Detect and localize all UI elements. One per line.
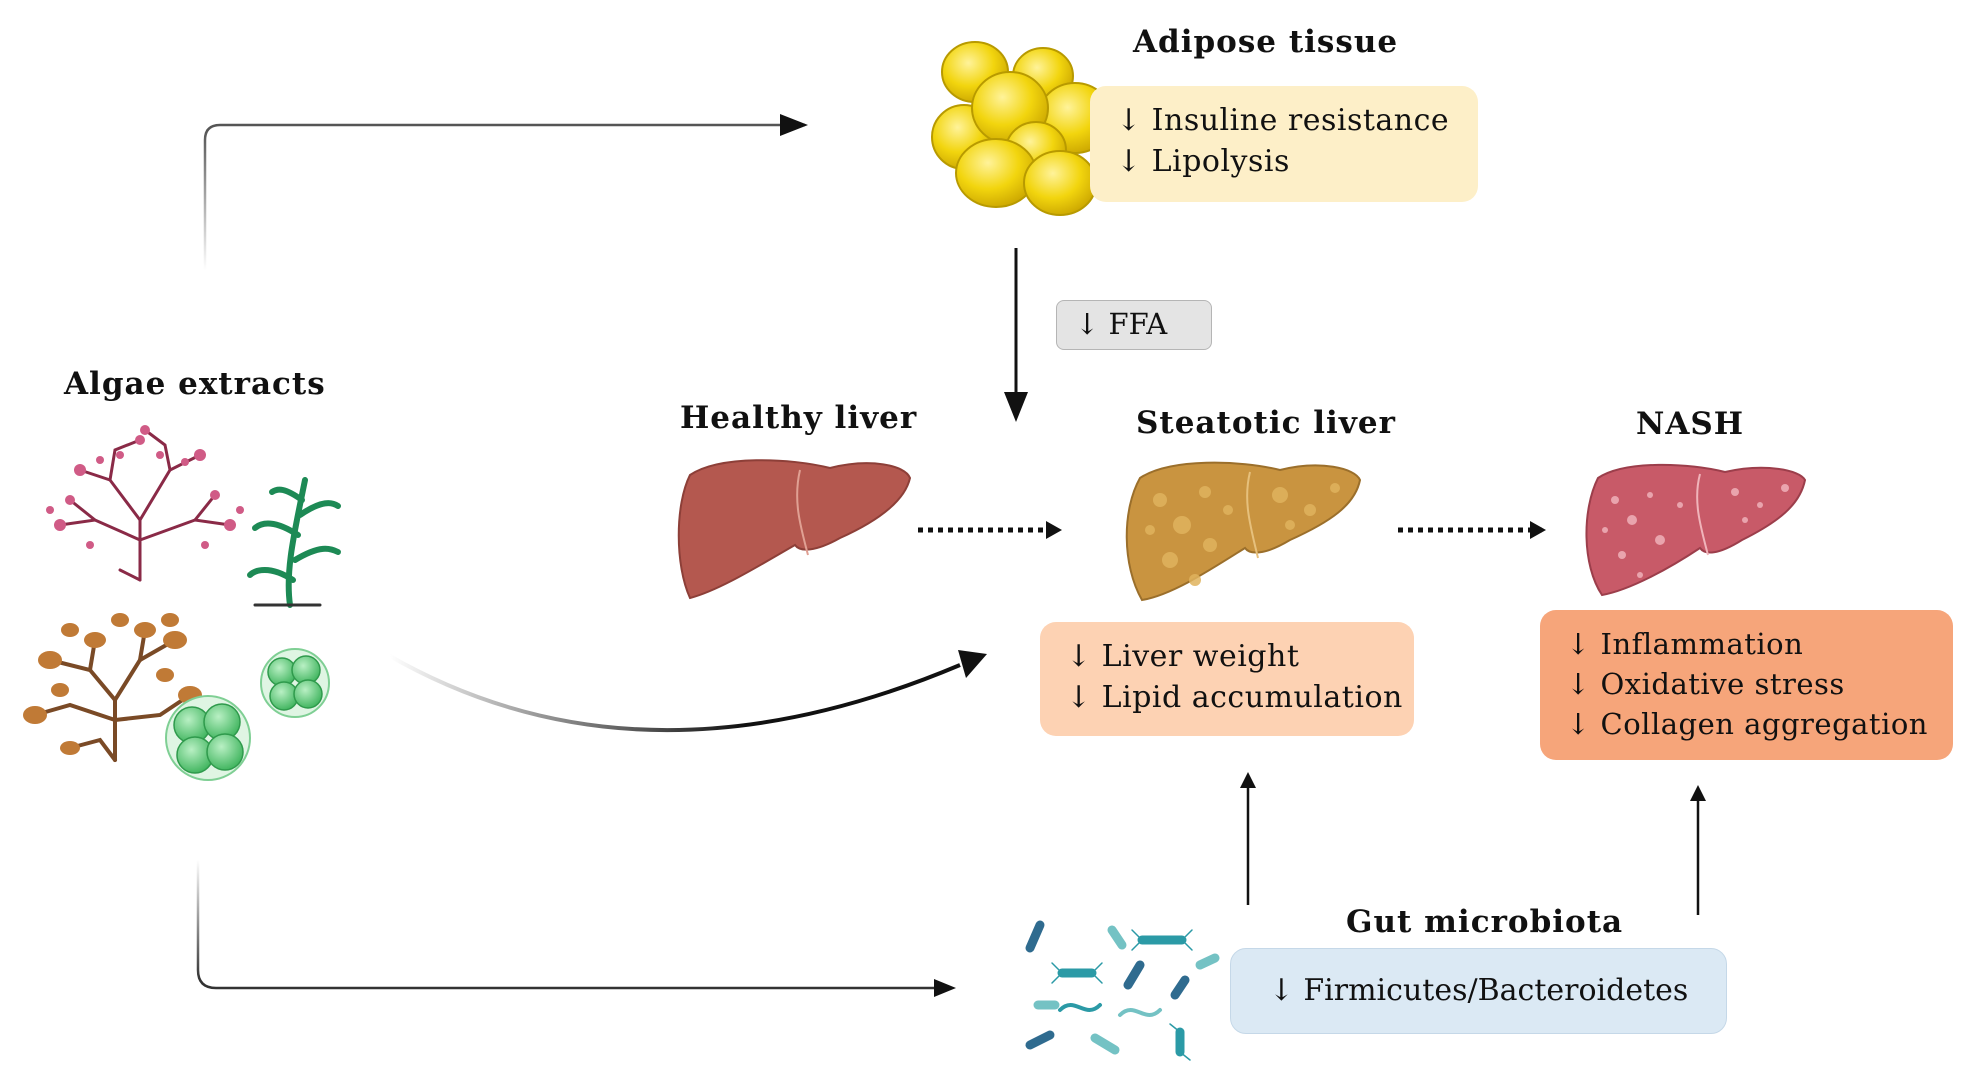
steatotic-liver-title: Steatotic liver <box>1136 405 1396 441</box>
adipose-effects-box: ↓ Insuline resistance ↓ Lipolysis <box>1090 86 1478 202</box>
healthy-liver-title: Healthy liver <box>680 400 918 436</box>
adipose-effect-insulin-resistance: ↓ Insuline resistance <box>1116 103 1450 138</box>
steatotic-effects-box: ↓ Liver weight ↓ Lipid accumulation <box>1040 622 1414 736</box>
steatotic-liver-illustration <box>1125 461 1362 602</box>
adipose-tissue-title: Adipose tissue <box>1133 24 1399 60</box>
gut-effect-firmicutes-bacteroidetes: ↓ Firmicutes/Bacteroidetes <box>1268 973 1689 1008</box>
algae-to-steatotic-curved-arrow <box>387 653 961 733</box>
steatotic-effect-liver-weight: ↓ Liver weight <box>1066 639 1300 674</box>
nash-effect-collagen-aggregation: ↓ Collagen aggregation <box>1566 707 1928 741</box>
healthy-liver-illustration <box>677 459 912 600</box>
brown-algae-illustration <box>23 613 202 762</box>
algae-to-gut-arrow <box>196 860 952 990</box>
ffa-box: ↓ FFA <box>1056 300 1212 350</box>
ffa-label: ↓ FFA <box>1075 307 1168 341</box>
nash-liver-illustration <box>1585 463 1807 597</box>
steatotic-effect-lipid-accumulation: ↓ Lipid accumulation <box>1066 680 1403 715</box>
gut-bacteria-illustration <box>1025 920 1220 1061</box>
red-algae-illustration <box>46 425 244 582</box>
microalgae-cells-illustration <box>165 648 330 781</box>
nash-effects-box: ↓ Inflammation ↓ Oxidative stress ↓ Coll… <box>1540 610 1953 760</box>
adipose-effect-lipolysis: ↓ Lipolysis <box>1116 144 1290 179</box>
algae-extracts-title: Algae extracts <box>64 366 326 402</box>
adipose-cells-illustration <box>931 41 1113 216</box>
nash-effect-oxidative-stress: ↓ Oxidative stress <box>1566 667 1845 701</box>
nash-title: NASH <box>1636 406 1745 442</box>
green-algae-illustration <box>247 477 341 608</box>
gut-effects-box: ↓ Firmicutes/Bacteroidetes <box>1230 948 1727 1034</box>
nash-effect-inflammation: ↓ Inflammation <box>1566 627 1804 661</box>
gut-microbiota-title: Gut microbiota <box>1346 904 1624 940</box>
algae-to-adipose-arrow <box>203 123 805 275</box>
